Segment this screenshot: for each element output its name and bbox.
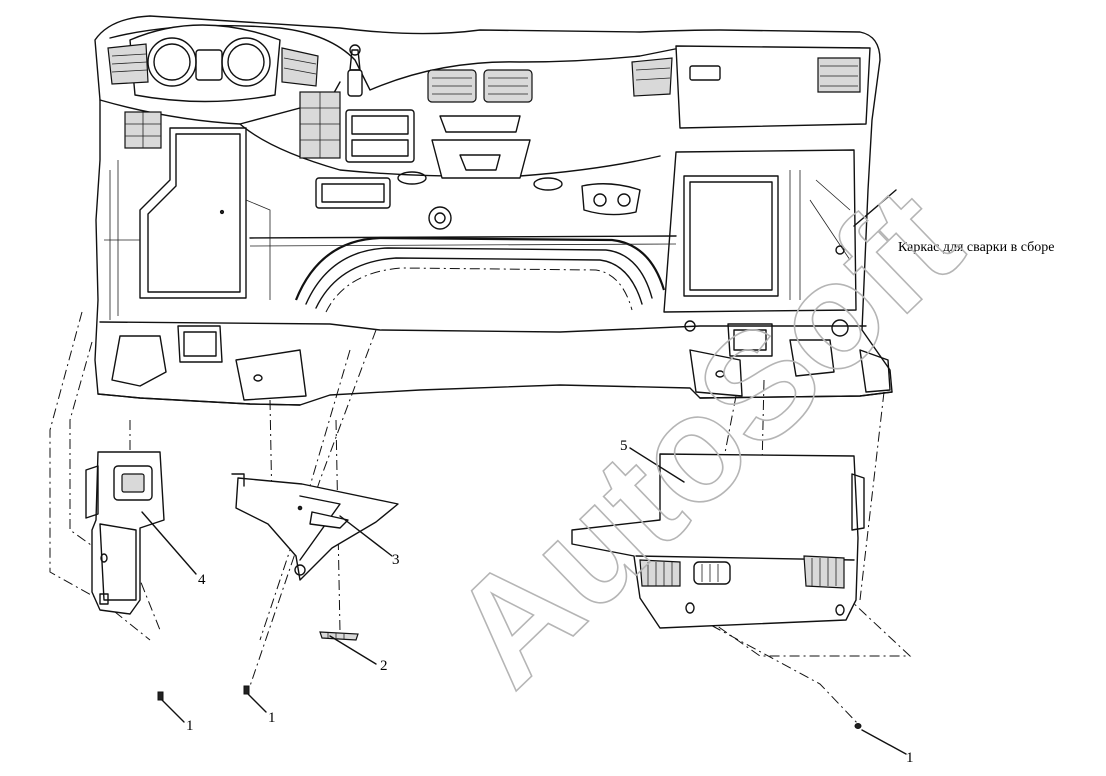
label-part-1-b: 1 bbox=[268, 710, 276, 726]
frame-annotation: Каркас для сварки в сборе bbox=[898, 240, 1054, 255]
label-part-3: 3 bbox=[392, 552, 400, 568]
fastener-1-b bbox=[243, 685, 250, 695]
part-3-bracket bbox=[231, 473, 399, 581]
glovebox-upper bbox=[631, 45, 871, 129]
label-part-1-a: 1 bbox=[186, 718, 194, 734]
part-4-side-trim bbox=[85, 451, 165, 615]
label-part-4: 4 bbox=[198, 572, 206, 588]
dashboard-assembly bbox=[94, 15, 893, 406]
air-vent-left bbox=[107, 43, 149, 85]
frame-right-box bbox=[663, 149, 857, 313]
instrument-cluster bbox=[129, 24, 281, 103]
air-vent-center bbox=[427, 69, 533, 103]
label-part-1-c: 1 bbox=[906, 750, 914, 766]
gear-knob bbox=[347, 44, 363, 97]
welded-frame-beam bbox=[249, 235, 677, 313]
label-part-2: 2 bbox=[380, 658, 388, 674]
part-2-clip bbox=[319, 631, 359, 641]
radio-panel bbox=[299, 91, 415, 163]
label-part-5: 5 bbox=[620, 438, 628, 454]
fastener-1-c bbox=[854, 723, 862, 729]
frame-left-box bbox=[104, 127, 271, 320]
leader-lines bbox=[141, 189, 907, 755]
air-vent-cluster-right bbox=[281, 47, 319, 87]
fastener-1-a bbox=[157, 691, 164, 701]
part-5-lower-panel bbox=[571, 453, 865, 629]
